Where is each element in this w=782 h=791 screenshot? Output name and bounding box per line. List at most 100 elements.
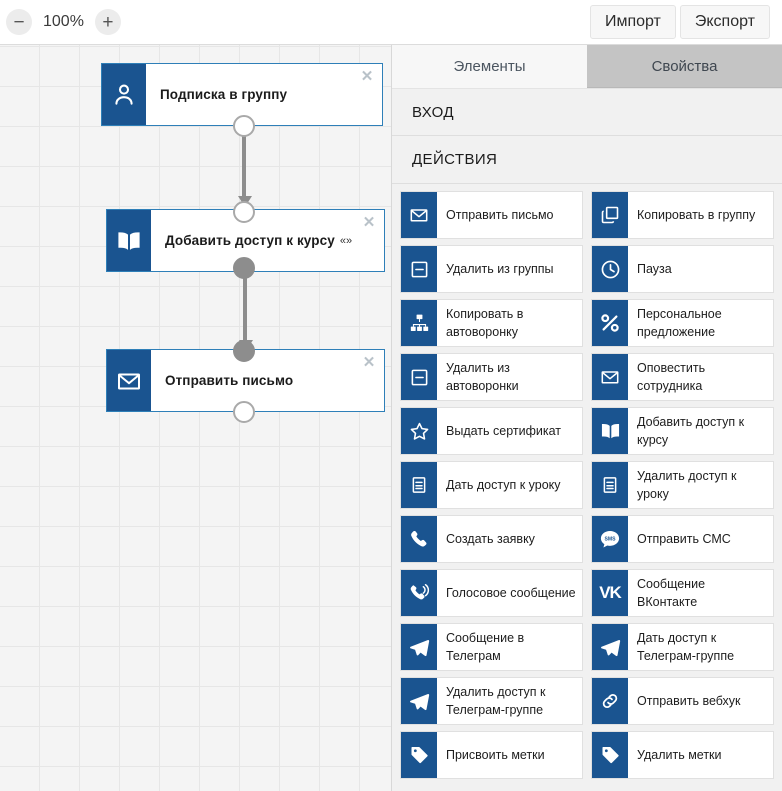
action-card[interactable]: Дать доступ к уроку (400, 461, 583, 509)
connector-line (242, 126, 246, 206)
flow-canvas[interactable]: Подписка в группу ✕ Добавить доступ к ку… (0, 45, 392, 791)
flow-node-close-icon[interactable]: ✕ (360, 68, 374, 85)
node-port-out-3[interactable] (233, 401, 255, 423)
action-card-label: Создать заявку (446, 531, 535, 546)
node-port-out-2[interactable] (233, 257, 255, 279)
action-card[interactable]: Добавить доступ к курсу (591, 407, 774, 455)
minus-box-icon (401, 246, 437, 292)
flow-node-label: Отправить письмо (151, 350, 384, 411)
zoom-controls: − 100% + (0, 9, 121, 35)
phone-wave-icon (401, 570, 437, 616)
action-card[interactable]: Персональное предложение (591, 299, 774, 347)
action-card-label: Выдать сертификат (446, 423, 562, 438)
telegram-icon (401, 678, 437, 724)
export-button[interactable]: Экспорт (679, 5, 770, 39)
action-card-label: Удалить из группы (446, 261, 554, 276)
action-card[interactable]: Копировать в группу (591, 191, 774, 239)
connector-line (243, 268, 247, 350)
action-card-label: Копировать в автоворонку (446, 306, 524, 339)
flow-node-subscription[interactable]: Подписка в группу ✕ (101, 63, 383, 126)
flow-node-label: Добавить доступ к курсу «» (151, 210, 384, 271)
node-port-out-1[interactable] (233, 115, 255, 137)
action-card[interactable]: Присвоить метки (400, 731, 583, 779)
flow-node-close-icon[interactable]: ✕ (362, 214, 376, 231)
action-card-label: Сообщение ВКонтакте (637, 576, 706, 609)
tab-elements[interactable]: Элементы (392, 45, 587, 88)
action-card-label: Удалить метки (637, 747, 722, 762)
section-header-entry[interactable]: ВХОД (392, 88, 782, 136)
action-card[interactable]: Удалить из автоворонки (400, 353, 583, 401)
action-card[interactable]: Пауза (591, 245, 774, 293)
import-button[interactable]: Импорт (589, 5, 676, 39)
star-icon (401, 408, 437, 454)
action-card-label: Удалить из автоворонки (446, 360, 519, 393)
action-card-label: Удалить доступ к Телеграм-группе (446, 684, 546, 717)
phone-icon (401, 516, 437, 562)
telegram-icon (592, 624, 628, 670)
zoom-level-label: 100% (43, 13, 84, 30)
book-icon (592, 408, 628, 454)
action-card-label: Пауза (637, 261, 672, 276)
action-card[interactable]: Удалить доступ к Телеграм-группе (400, 677, 583, 725)
action-card-label: Дать доступ к Телеграм-группе (637, 630, 735, 663)
envelope-icon (592, 354, 628, 400)
action-card[interactable]: Удалить доступ к уроку (591, 461, 774, 509)
toolbar-actions: Импорт Экспорт (589, 5, 782, 39)
book-icon (107, 210, 151, 271)
action-card[interactable]: SMS Отправить СМС (591, 515, 774, 563)
connector-2 (239, 268, 253, 351)
lesson-icon (592, 462, 628, 508)
action-card[interactable]: Дать доступ к Телеграм-группе (591, 623, 774, 671)
action-card-label: Дать доступ к уроку (446, 477, 561, 492)
flow-node-suffix: «» (339, 234, 353, 247)
action-card[interactable]: Голосовое сообщение (400, 569, 583, 617)
tab-properties[interactable]: Свойства (587, 45, 782, 88)
envelope-icon (107, 350, 151, 411)
percent-icon (592, 300, 628, 346)
copy-icon (592, 192, 628, 238)
sms-icon: SMS (592, 516, 628, 562)
action-card[interactable]: Создать заявку (400, 515, 583, 563)
tag-icon (401, 732, 437, 778)
flow-node-title: Добавить доступ к курсу (165, 233, 335, 248)
zoom-out-button[interactable]: − (6, 9, 32, 35)
action-card[interactable]: Копировать в автоворонку (400, 299, 583, 347)
link-icon (592, 678, 628, 724)
zoom-in-button[interactable]: + (94, 9, 121, 35)
telegram-icon (401, 624, 437, 670)
node-port-in-2[interactable] (233, 201, 255, 223)
action-card-label: Голосовое сообщение (446, 585, 576, 600)
envelope-icon (401, 192, 437, 238)
flow-node-title: Отправить письмо (165, 373, 294, 388)
section-header-actions[interactable]: ДЕЙСТВИЯ (392, 136, 782, 184)
connector-1 (238, 126, 252, 207)
action-card[interactable]: Удалить из группы (400, 245, 583, 293)
side-panel: Элементы Свойства ВХОД ДЕЙСТВИЯ Отправит… (392, 45, 782, 791)
action-card[interactable]: Отправить вебхук (591, 677, 774, 725)
action-card-label: Присвоить метки (446, 747, 545, 762)
node-port-in-3[interactable] (233, 340, 255, 362)
action-card-label: Отправить вебхук (637, 693, 741, 708)
action-card[interactable]: Отправить письмо (400, 191, 583, 239)
action-card[interactable]: Оповестить сотрудника (591, 353, 774, 401)
top-toolbar: − 100% + Импорт Экспорт (0, 0, 782, 45)
action-card-label: Копировать в группу (637, 207, 756, 222)
minus-box-icon (401, 354, 437, 400)
sitemap-icon (401, 300, 437, 346)
action-card[interactable]: Выдать сертификат (400, 407, 583, 455)
clock-icon (592, 246, 628, 292)
lesson-icon (401, 462, 437, 508)
action-card-label: Отправить письмо (446, 207, 554, 222)
flow-node-close-icon[interactable]: ✕ (362, 354, 376, 371)
action-card-label: Отправить СМС (637, 531, 731, 546)
action-card-label: Добавить доступ к курсу (637, 414, 745, 447)
action-card-label: Персональное предложение (637, 306, 722, 339)
action-card[interactable]: Сообщение в Телеграм (400, 623, 583, 671)
action-card[interactable]: Удалить метки (591, 731, 774, 779)
flow-node-label: Подписка в группу (146, 64, 382, 125)
action-card-label: Оповестить сотрудника (637, 360, 706, 393)
action-card-label: Удалить доступ к уроку (637, 468, 737, 501)
panel-tabs: Элементы Свойства (392, 45, 782, 88)
